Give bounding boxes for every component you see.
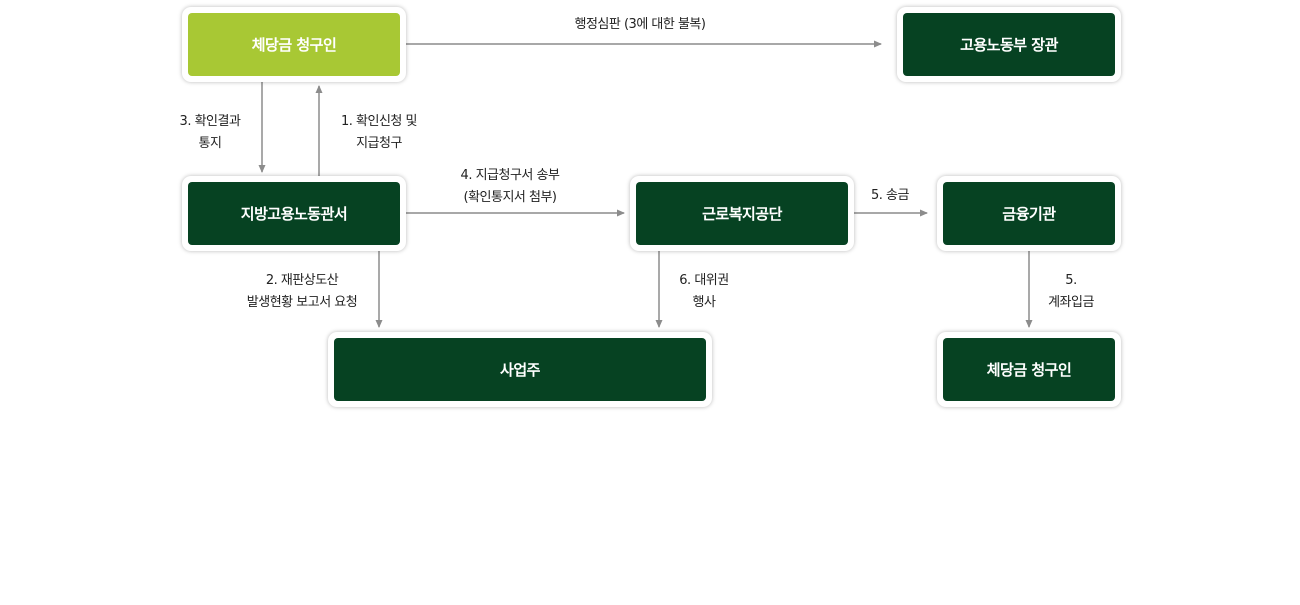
label-report-line1: 2. 재판상도산 <box>265 273 339 288</box>
label-report: 2. 재판상도산 발생현황 보고서 요청 <box>222 270 382 314</box>
label-request-line1: 1. 확인신청 및 <box>341 114 417 129</box>
label-deposit: 5. 계좌입금 <box>1036 270 1106 314</box>
label-transfer-text: 5. 송금 <box>871 188 909 203</box>
node-claimant-bottom-label: 체당금 청구인 <box>943 338 1115 401</box>
node-minister-label: 고용노동부 장관 <box>903 13 1115 76</box>
label-send-line2: (확인통지서 첨부) <box>463 190 558 205</box>
label-appeal-text: 행정심판 (3에 대한 불복) <box>574 17 706 32</box>
node-minister: 고용노동부 장관 <box>897 7 1121 82</box>
node-claimant-top: 체당금 청구인 <box>182 7 406 82</box>
label-transfer: 5. 송금 <box>855 185 925 207</box>
label-notify-line1: 3. 확인결과 <box>179 114 241 129</box>
node-welfare-corp-label: 근로복지공단 <box>636 182 848 245</box>
node-bank: 금융기관 <box>937 176 1121 251</box>
label-notify-line2: 통지 <box>198 136 222 151</box>
label-subrogation-line1: 6. 대위권 <box>679 273 729 288</box>
label-subrogation-line2: 행사 <box>692 295 716 310</box>
node-local-labor-office-label: 지방고용노동관서 <box>188 182 400 245</box>
label-send: 4. 지급청구서 송부 (확인통지서 첨부) <box>430 165 590 209</box>
node-employer: 사업주 <box>328 332 712 407</box>
label-report-line2: 발생현황 보고서 요청 <box>246 295 358 310</box>
node-welfare-corp: 근로복지공단 <box>630 176 854 251</box>
label-send-line1: 4. 지급청구서 송부 <box>460 168 560 183</box>
label-notify: 3. 확인결과 통지 <box>160 111 260 155</box>
node-claimant-bottom: 체당금 청구인 <box>937 332 1121 407</box>
node-employer-label: 사업주 <box>334 338 706 401</box>
label-subrogation: 6. 대위권 행사 <box>664 270 744 314</box>
label-deposit-line2: 계좌입금 <box>1048 295 1094 310</box>
label-request: 1. 확인신청 및 지급청구 <box>324 111 434 155</box>
node-local-labor-office: 지방고용노동관서 <box>182 176 406 251</box>
label-deposit-line1: 5. <box>1065 273 1077 288</box>
node-claimant-top-label: 체당금 청구인 <box>188 13 400 76</box>
label-appeal: 행정심판 (3에 대한 불복) <box>540 14 740 36</box>
node-bank-label: 금융기관 <box>943 182 1115 245</box>
label-request-line2: 지급청구 <box>356 136 402 151</box>
